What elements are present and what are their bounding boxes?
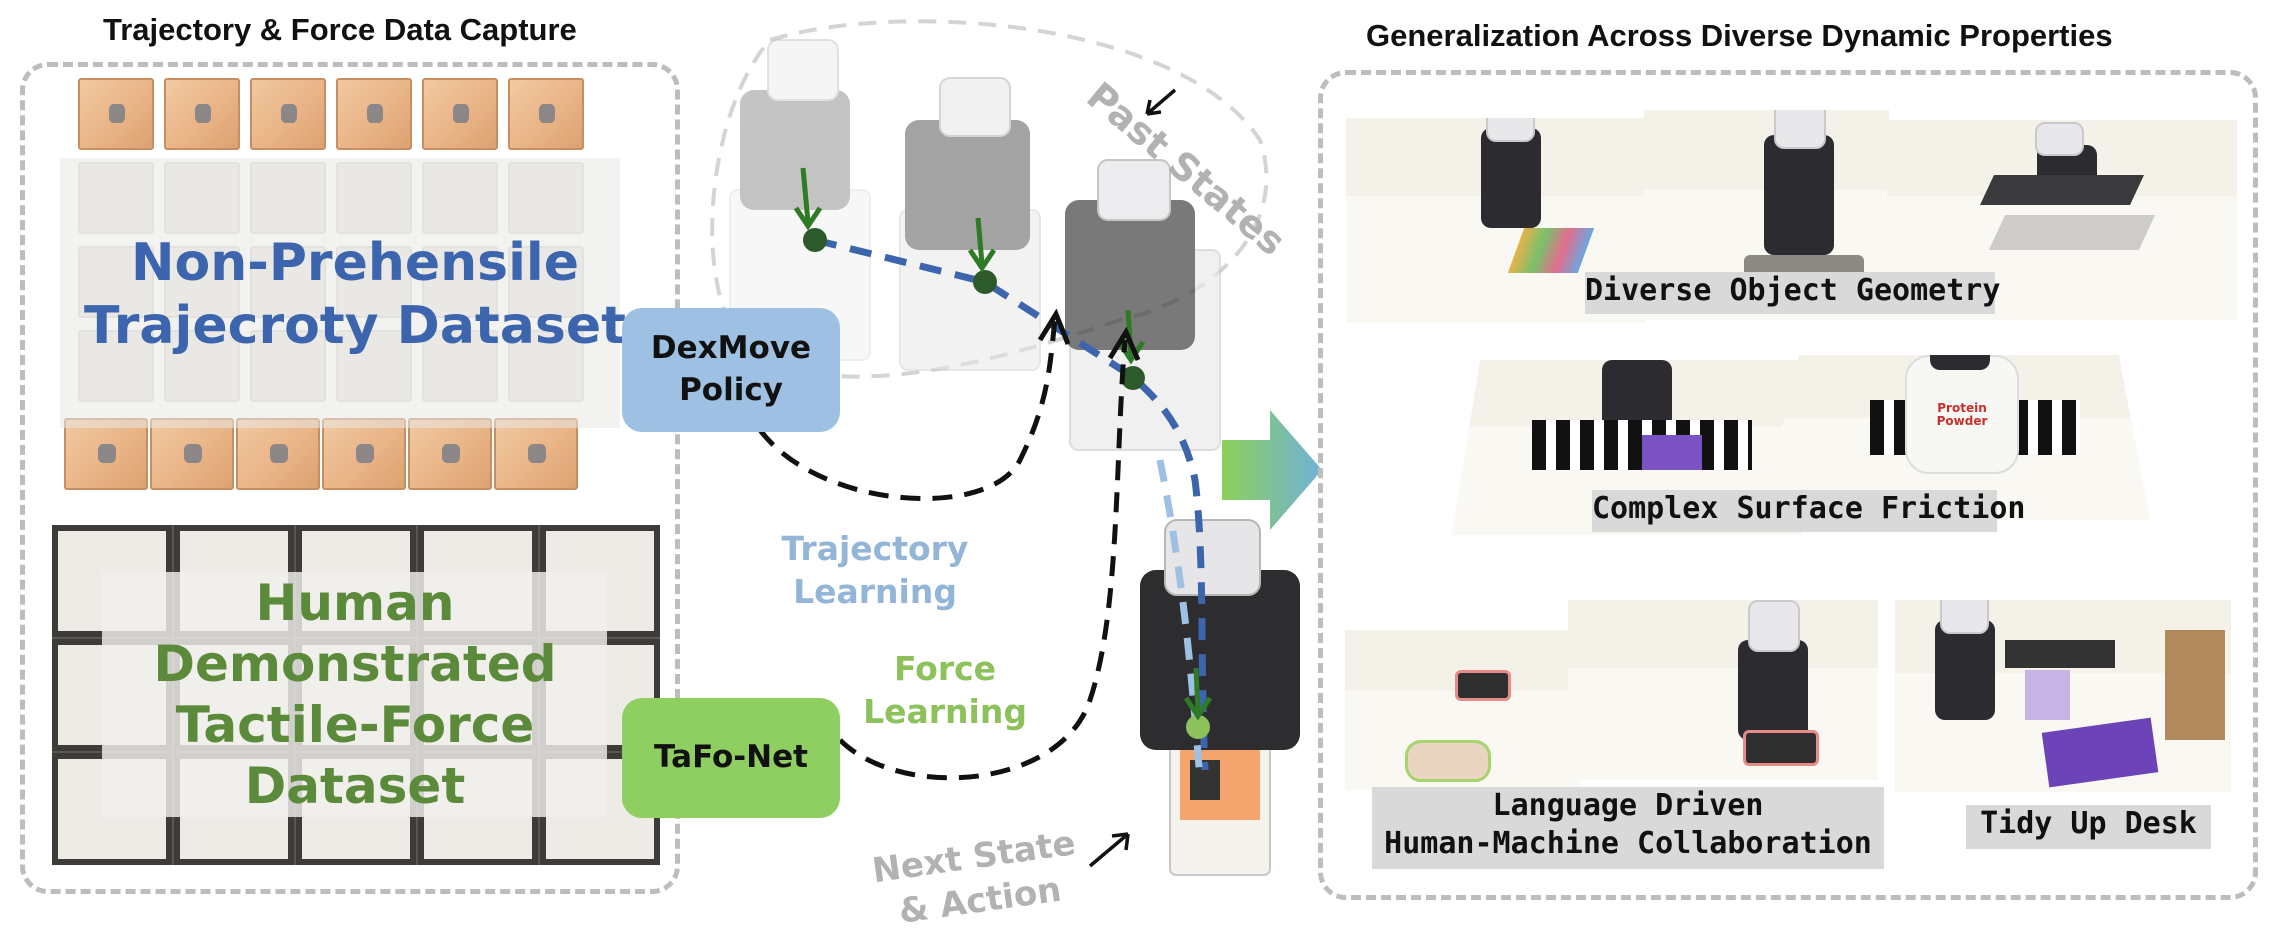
force-learning-label: Force Learning [860, 648, 1030, 734]
trajectory-sample-tile [250, 78, 326, 150]
sample-object [270, 443, 288, 463]
force-learning-curve [838, 339, 1128, 781]
right-panel [1318, 70, 2258, 900]
right-panel-heading: Generalization Across Diverse Dynamic Pr… [1366, 18, 2113, 53]
force-dataset-line1: Human [255, 574, 455, 632]
trajectory-sample-tile [150, 418, 234, 490]
keypoint-3 [1121, 366, 1145, 390]
trajectory-path [814, 236, 1209, 771]
trajectory-sample-tile [236, 418, 320, 490]
caption-language-line1: Language Driven [1492, 788, 1764, 823]
sample-object [366, 103, 383, 123]
protein-bottle-label: Protein Powder [1936, 401, 1988, 429]
trajectory-sample-tile [422, 78, 498, 150]
keypoint-4 [1186, 715, 1210, 739]
sample-object [528, 443, 546, 463]
sample-object [356, 443, 374, 463]
trajectory-sample-tile [78, 78, 154, 150]
caption-complex-surface-friction: Complex Surface Friction [1592, 490, 2025, 532]
tafonet-label: TaFo-Net [654, 739, 808, 776]
sample-object [194, 103, 211, 123]
sample-object [442, 443, 460, 463]
robot-ghost-3 [1065, 159, 1221, 451]
left-panel [20, 62, 680, 894]
trajectory-path-lower [1156, 459, 1204, 781]
sample-object [538, 103, 555, 123]
trajectory-learning-curve [758, 319, 1058, 502]
dexmove-line1: DexMove [650, 330, 812, 367]
force-learning-line1: Force [893, 649, 997, 688]
keypoint-1 [803, 228, 827, 252]
caption-diverse-object-geometry: Diverse Object Geometry [1585, 272, 2000, 314]
trajectory-sample-tile [408, 418, 492, 490]
trajectory-sample-tile [64, 418, 148, 490]
trajectory-sample-tile [336, 78, 412, 150]
force-dataset-line4: Dataset [244, 757, 466, 815]
scene-language-1 [1345, 630, 1580, 790]
caption-language-line2: Human-Machine Collaboration [1384, 825, 1872, 861]
force-dataset-line3: Tactile-Force [175, 696, 535, 754]
force-dataset-line2: Demonstrated [153, 635, 557, 693]
robot-ghost-2 [899, 77, 1041, 371]
trajectory-learning-label: Trajectory Learning [770, 528, 980, 614]
protein-bottle: Protein Powder [1905, 355, 2019, 474]
trajectory-sample-tile [322, 418, 406, 490]
trajectory-dataset-line1: Non-Prehensile [130, 233, 580, 293]
trajectory-dataset-title: Non-Prehensile Trajecroty Dataset [60, 232, 650, 359]
trajectory-dataset-overlay [60, 158, 620, 428]
sample-object [184, 443, 202, 463]
dexmove-line2: Policy [679, 372, 783, 408]
next-state-arrow [1088, 832, 1130, 868]
keypoint-2 [973, 270, 997, 294]
dexmove-policy-box: DexMove Policy [622, 308, 840, 432]
trajectory-sample-tile [508, 78, 584, 150]
sample-object [280, 103, 297, 123]
force-dataset-overlay [102, 572, 607, 817]
left-panel-heading: Trajectory & Force Data Capture [103, 12, 577, 47]
force-dataset-title: Human Demonstrated Tactile-Force Dataset [60, 573, 650, 817]
caption-language-driven: Language Driven Human-Machine Collaborat… [1372, 787, 1884, 869]
sample-object [108, 103, 125, 123]
trajectory-learning-line1: Trajectory [781, 529, 969, 568]
sample-object [452, 103, 469, 123]
trajectory-sample-tile [164, 78, 240, 150]
force-learning-arrowhead [1107, 326, 1141, 361]
robot-current [1140, 519, 1300, 876]
force-learning-line2: Learning [863, 691, 1027, 731]
trajectory-learning-line2: Learning [793, 571, 957, 611]
tafonet-box: TaFo-Net [622, 698, 840, 818]
sample-object [98, 443, 116, 463]
generalization-arrow [1222, 410, 1322, 530]
trajectory-dataset-line2: Trajecroty Dataset [84, 296, 626, 357]
trajectory-learning-arrowhead [1037, 308, 1071, 345]
caption-tidy-up-desk: Tidy Up Desk [1966, 805, 2211, 849]
scene-tidy-desk [1895, 600, 2231, 792]
past-states-arrow [1145, 88, 1177, 116]
scene-language-2 [1568, 600, 1878, 780]
